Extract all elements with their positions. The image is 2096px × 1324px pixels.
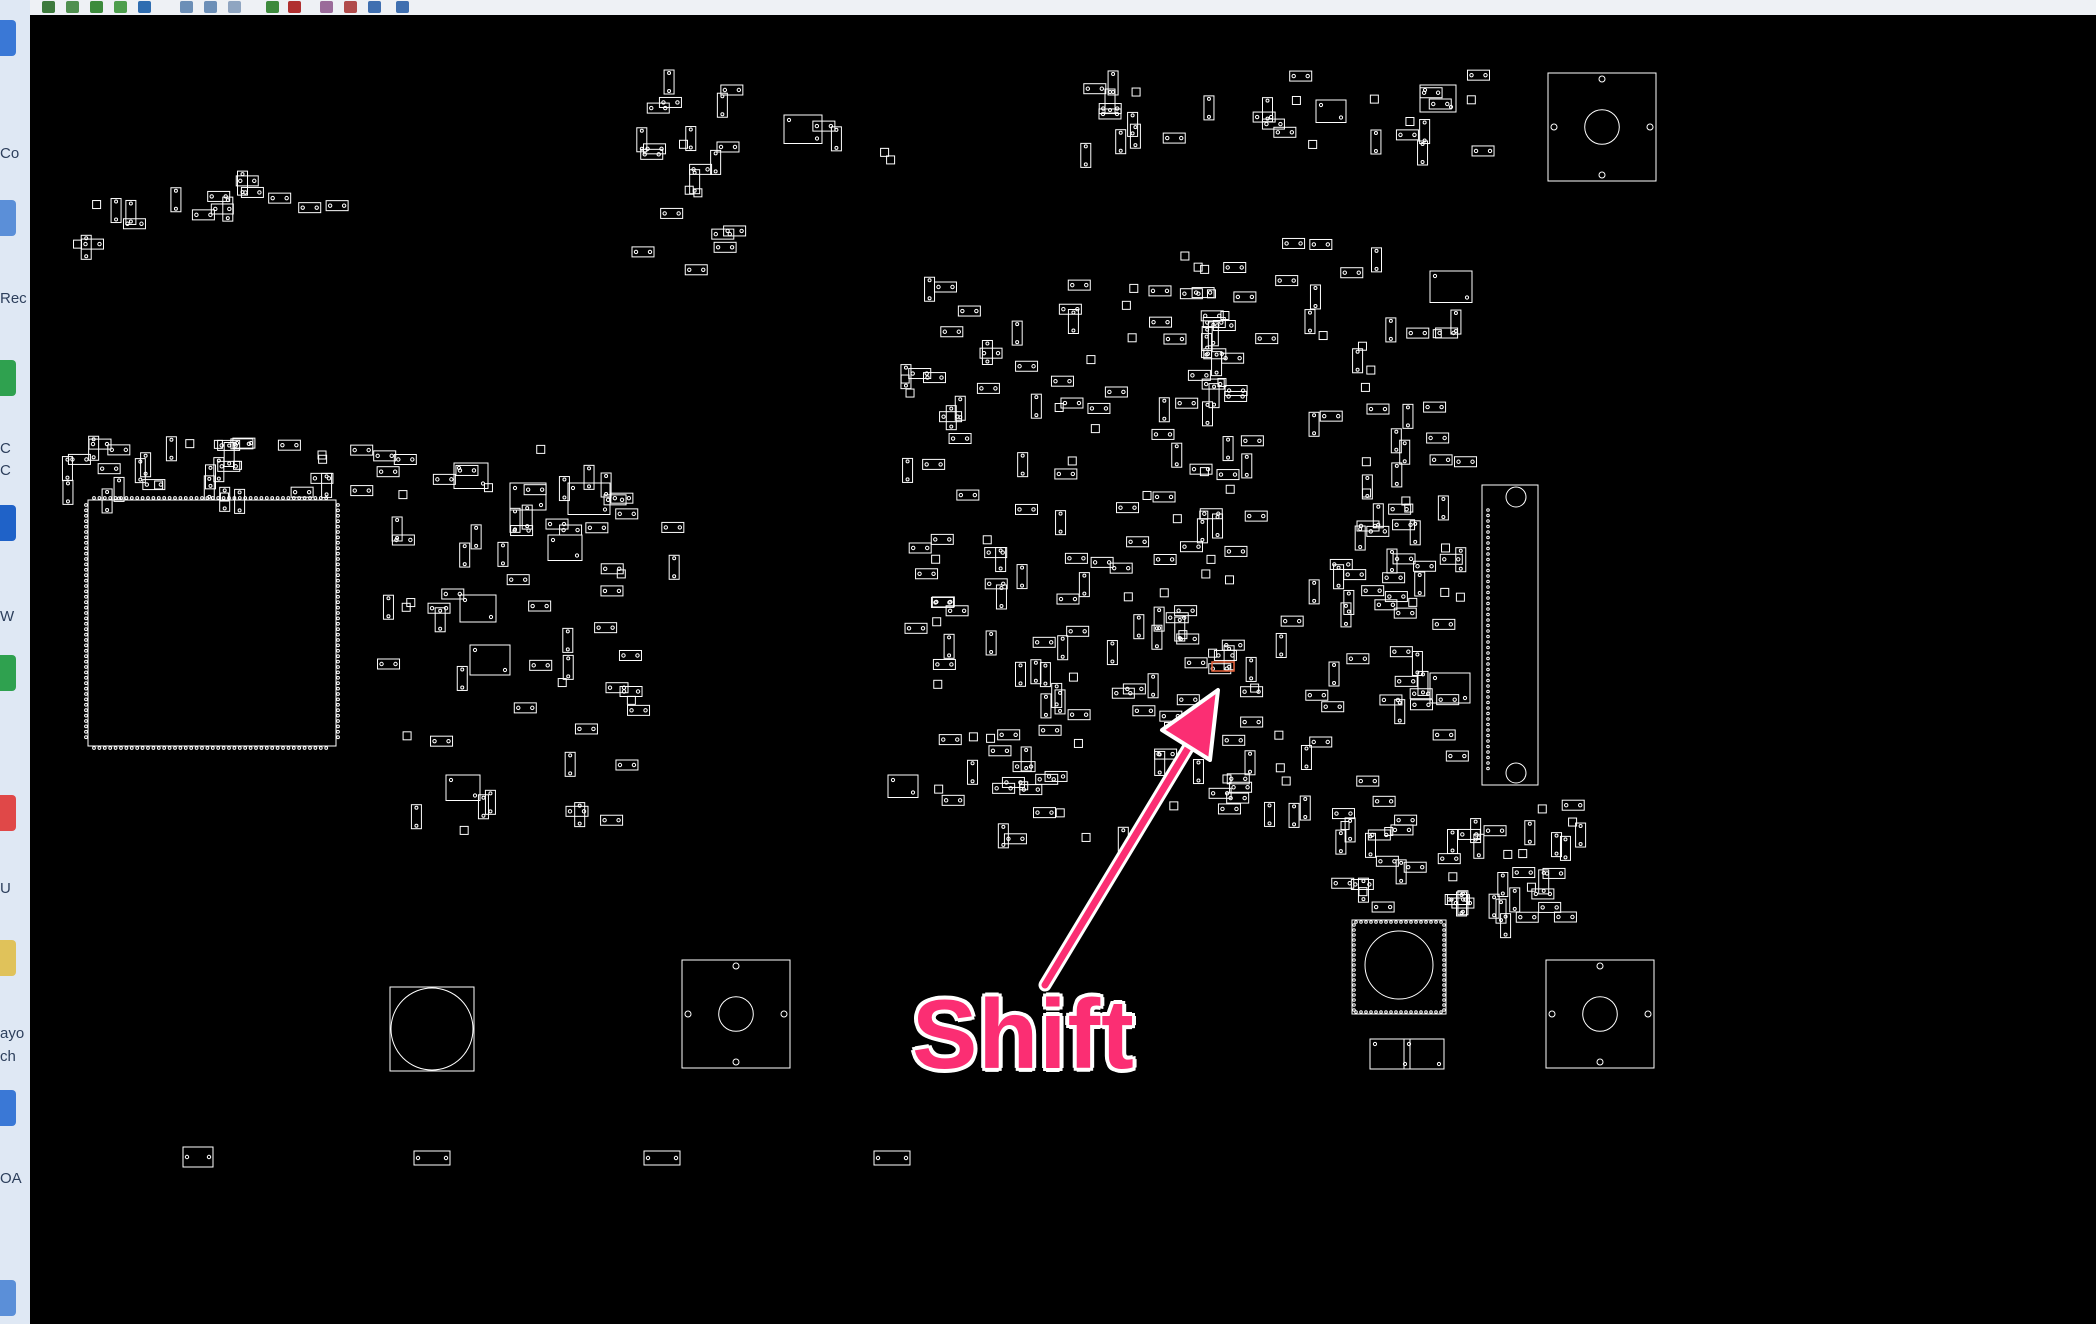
pcb-board-layout	[61, 69, 1657, 1168]
snap-icon[interactable]	[114, 1, 127, 13]
side-label: U	[0, 880, 11, 897]
report-icon[interactable]	[320, 1, 333, 13]
side-label: ch	[0, 1048, 16, 1065]
side-app-icon[interactable]	[0, 505, 16, 541]
side-app-icon[interactable]	[0, 20, 16, 56]
info-icon[interactable]	[396, 1, 409, 13]
left-side-panel: Co Rec C C W U ayo ch OA	[0, 0, 31, 1324]
side-app-icon[interactable]	[0, 795, 16, 831]
zoom-out-icon[interactable]	[204, 1, 217, 13]
open-icon[interactable]	[66, 1, 79, 13]
side-label: OA	[0, 1170, 22, 1187]
grid-icon[interactable]	[344, 1, 357, 13]
side-label: C	[0, 462, 11, 479]
side-app-icon[interactable]	[0, 360, 16, 396]
annotation-label: Shift	[912, 979, 1135, 1089]
zoom-in-icon[interactable]	[180, 1, 193, 13]
side-label: Co	[0, 145, 20, 162]
side-app-icon[interactable]	[0, 940, 16, 976]
delete-icon[interactable]	[288, 1, 301, 13]
print-icon[interactable]	[368, 1, 381, 13]
layer-icon[interactable]	[138, 1, 151, 13]
side-label: Rec	[0, 290, 27, 307]
select-icon[interactable]	[228, 1, 241, 13]
move-icon[interactable]	[90, 1, 103, 13]
side-label: ayo	[0, 1025, 25, 1042]
pcb-canvas[interactable]	[30, 15, 2096, 1324]
side-app-icon[interactable]	[0, 655, 16, 691]
save-icon[interactable]	[42, 1, 55, 13]
side-app-icon[interactable]	[0, 1280, 16, 1316]
side-app-icon[interactable]	[0, 1090, 16, 1126]
side-label: C	[0, 440, 11, 457]
clip-icon[interactable]	[266, 1, 279, 13]
side-app-icon[interactable]	[0, 200, 16, 236]
toolbar	[30, 0, 2096, 16]
side-label: W	[0, 608, 15, 625]
selected-component	[1211, 661, 1235, 672]
